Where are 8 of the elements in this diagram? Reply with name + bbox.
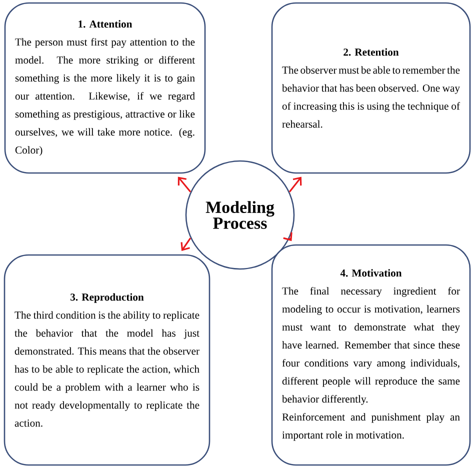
process-box: 4. Motivation The final necessary ingredient for modeling to occur is motivation, learners must want to demonstrate what they have learned. Remember that since these four conditions vary among individuals, different people will reproduce the same behavior differently. Reinforcement and punishment play an important role in motivation.: [271, 244, 471, 466]
process-box: 2. Retention The observer must be able to remember the behavior that has been observed. One way of increasing this is using the technique of rehearsal.: [271, 2, 471, 174]
arrow: [288, 176, 302, 192]
process-box: 1. Attention The person must first pay attention to the model. The more striking or different something is the more likely it is to gain our attention. Likewise, if we regard something as prestigious, attractive or like ourselves, we will take more notice. (eg. Color): [4, 2, 206, 174]
circle-node: Modeling Process: [185, 160, 295, 270]
arrow: [178, 176, 192, 192]
process-box: 3. Reproduction The third condition is the ability to replicate the behavior that the model has just demonstrated. This means that the observer has to be able to replicate the action, which could be a problem with a learner who is not ready developmentally to replicate the action.: [4, 254, 210, 466]
arrow: [180, 238, 192, 252]
